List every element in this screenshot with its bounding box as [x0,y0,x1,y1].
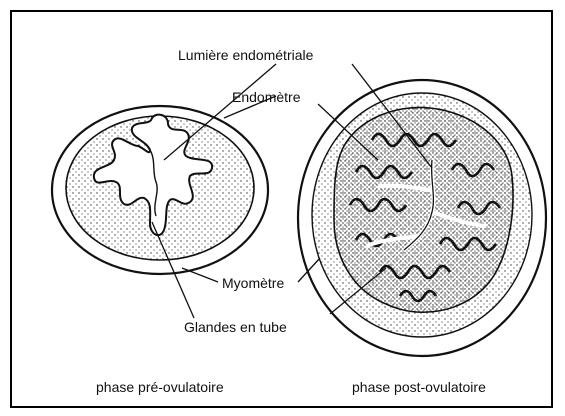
post-ovulatory-section [298,80,546,356]
caption-pre-ovulatory: phase pré-ovulatoire [96,379,224,395]
label-endometrium: Endomètre [232,89,301,105]
label-myometrium: Myomètre [222,275,284,291]
caption-post-ovulatory: phase post-ovulatoire [352,379,486,395]
pre-ovulatory-section [52,106,268,274]
label-lumen: Lumière endométriale [178,47,314,63]
label-glands: Glandes en tube [184,319,287,335]
